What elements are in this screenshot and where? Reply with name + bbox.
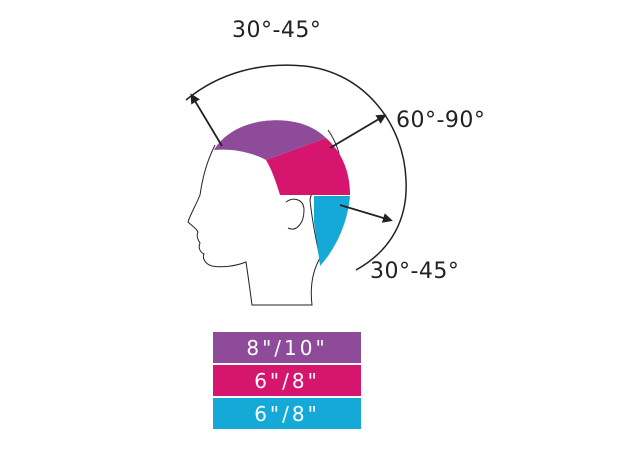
middle-hair-section <box>266 138 350 195</box>
legend-row-middle: 6"/8" <box>213 365 361 396</box>
arrow-middle <box>329 114 387 149</box>
elevation-arc <box>185 64 407 271</box>
angle-label-middle: 60°-90° <box>396 108 486 133</box>
head-outline <box>187 129 341 306</box>
legend-row-lower: 6"/8" <box>213 398 361 429</box>
legend-row-top: 8"/10" <box>213 332 361 363</box>
lower-hair-section <box>314 196 350 266</box>
angle-label-top: 30°-45° <box>232 18 322 43</box>
legend-label-lower: 6"/8" <box>254 401 320 426</box>
length-legend: 8"/10" 6"/8" 6"/8" <box>213 332 361 429</box>
ear-outline <box>285 198 305 230</box>
arrow-top <box>190 93 223 147</box>
legend-label-middle: 6"/8" <box>254 368 320 393</box>
angle-label-lower: 30°-45° <box>370 259 460 284</box>
legend-label-top: 8"/10" <box>246 335 328 360</box>
arrow-lower <box>339 204 393 223</box>
top-hair-section <box>214 120 326 160</box>
